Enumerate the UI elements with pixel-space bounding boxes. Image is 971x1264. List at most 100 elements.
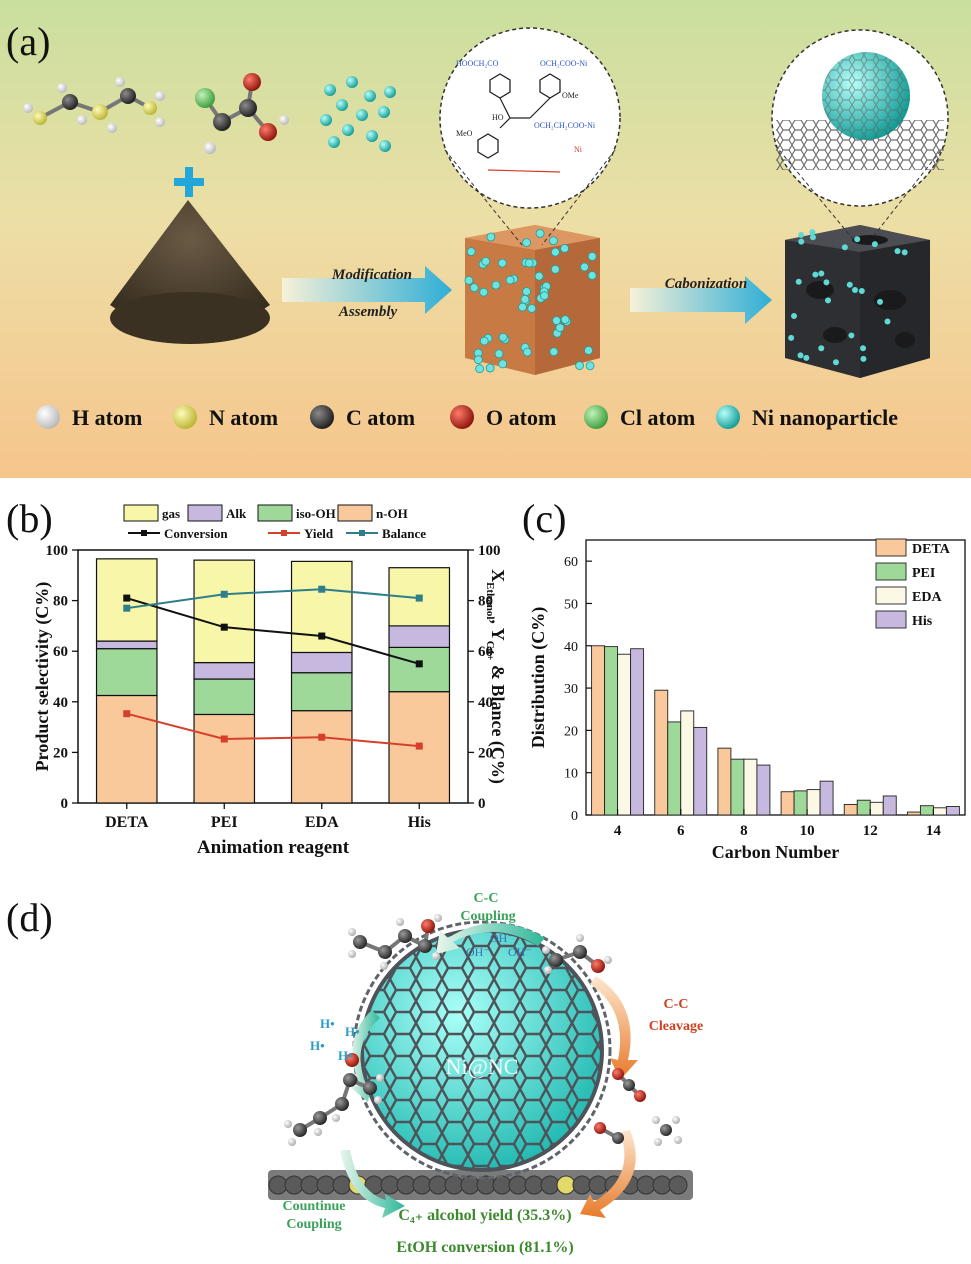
chart-b-bar-Alk [193,661,256,680]
legend-c-atom: C atom [346,405,415,430]
continue-coupling-arrow [340,1150,405,1218]
chart-c-bar-EDA [869,801,884,816]
cc-cleavage-label-1: C-C [664,997,689,1012]
h-label-3: H• [310,1038,325,1053]
arrow1-bottom-label: Assembly [338,304,398,320]
oh-label-1: OH⁻ [490,931,514,945]
chart-b-line-Balance [126,588,420,610]
panel-d: Ni@NC [0,880,971,1259]
c4-alcohol-molecule [284,1053,384,1146]
lignin-powder-cone [110,200,270,344]
modified-lignin-cube [465,225,600,375]
chart-c-legend-swatch-PEI [875,562,907,581]
continue-coupling-label-2: Coupling [286,1217,341,1232]
chart-c-bar-PEI [793,790,808,816]
chart-c-xtick-label: 4 [614,823,622,839]
chart-b-ytick-label: 100 [46,543,69,559]
chart-b-xtick-label: DETA [105,814,149,831]
chart-b-point-Balance [318,585,326,593]
recycle-arrow [580,1130,636,1218]
chart-c-xtick-label: 6 [677,823,685,839]
chart-b-bar-Alk [290,651,353,674]
panel-d-illustration: Ni@NC [268,891,703,1256]
chart-b-point-Yield [318,733,326,741]
chart-c-bar-DETA [780,791,795,816]
chart-b-y2tick-label: 40 [478,695,493,711]
chart-c-bar-EDA [743,758,758,816]
chart-b-legend-iso-OH: iso-OH [296,506,336,521]
mol-label-1: HOOCH₂CO [456,59,499,68]
chart-b-point-Conversion [318,632,326,640]
chart-b-point-Conversion [415,660,423,668]
chart-b-bar-iso-OH [95,648,158,697]
chart-c-legend-DETA: DETA [912,542,951,557]
carbon-cube-ni-dots [788,229,908,366]
h-label-2: H• [345,1024,360,1039]
chart-b-xtick-label: EDA [305,814,339,831]
atom-legend: H atom N atom C atom O atom Cl atom Ni n… [36,405,898,430]
chart-c-ytick-label: 0 [571,809,578,824]
chart-b-bar-n-OH [193,713,256,804]
cl-atom-legend-icon [584,405,608,429]
chart-c-legend-swatch-DETA [875,538,907,557]
chart-b-y2tick-label: 60 [478,644,493,660]
chart-c-ylabel: Distribution (C%) [528,607,549,749]
mol-label-5: MeO [456,129,473,138]
chart-b-legend-swatch-iso-OH [257,504,293,522]
cc-cleavage-arrow [590,976,638,1080]
chart-b-bar-Alk [388,625,451,649]
chart-c-bar-EDA [806,789,821,816]
chart-b-point-Conversion [220,623,228,631]
cube-ni-dots [464,228,597,374]
chart-b-legend-swatch-gas [123,504,159,522]
chart-c-legend-swatch-EDA [875,586,907,605]
chloroacetic-acid-molecule [195,73,289,154]
legend-h-atom: H atom [72,405,142,430]
chart-b-y2label: XEthanol, YC4+ & Blance (C%) [484,569,508,784]
chart-b-y2tick-label: 100 [478,543,501,559]
chart-c-bar-EDA [932,807,947,816]
panel-a-label: (a) [6,19,51,64]
panel-c-label: (c) [522,496,567,541]
cc-coupling-label-1: C-C [474,891,499,906]
chart-b-line-Conversion [126,597,420,665]
c-atom-legend-icon [310,405,334,429]
butanol-molecule [348,914,442,970]
arrow1-top-label: Modification [331,267,412,283]
chart-b-legend-gas: gas [162,506,180,521]
chart-c-bar-DETA [654,689,669,816]
cc-cleavage-label-2: Cleavage [649,1019,703,1034]
chart-c-ytick-label: 50 [564,597,578,612]
chart-b-ylabel: Product selectivity (C%) [32,582,53,772]
hydrogenation-arrow [350,1010,380,1102]
chart-c-frame [585,539,966,816]
chart-b-point-Yield [123,710,131,718]
chart-b-legend-swatch-n-OH [337,504,373,522]
chart-b-legend-Alk: Alk [226,506,247,521]
chart-c-bar-His [693,726,708,816]
chart-b-y2tick-label: 80 [478,594,493,610]
mol-label-2: OCH₂COO-Ni [540,59,588,68]
panel-b-label: (b) [6,496,53,541]
chart-c-bar-PEI [730,758,745,816]
plus-icon [174,167,204,197]
yield-text: C₄₊ alcohol yield (35.3%) [398,1207,571,1224]
chart-b-xlabel: Animation reagent [197,837,350,858]
deta-molecule [23,77,165,133]
chart-b-point-Yield [415,742,423,750]
chart-c-bar-EDA [680,710,695,816]
chart-b-ytick-label: 20 [53,745,68,761]
chart-b-xtick-label: His [408,814,431,831]
chart-b-legend-n-OH: n-OH [376,506,408,521]
panel-a-illustration: Modification Assembly HOOCH₂CO OCH₂COO-N… [0,0,971,478]
chart-b-ytick-label: 80 [53,594,68,610]
chart-b-y2tick-label: 20 [478,745,493,761]
h-label-4: H• [338,1048,353,1063]
chart-b-bar-Alk [95,640,158,650]
carbonization-arrow [630,276,772,324]
panel-a: Modification Assembly HOOCH₂CO OCH₂COO-N… [0,0,971,478]
ni-nc-inset [771,29,949,239]
